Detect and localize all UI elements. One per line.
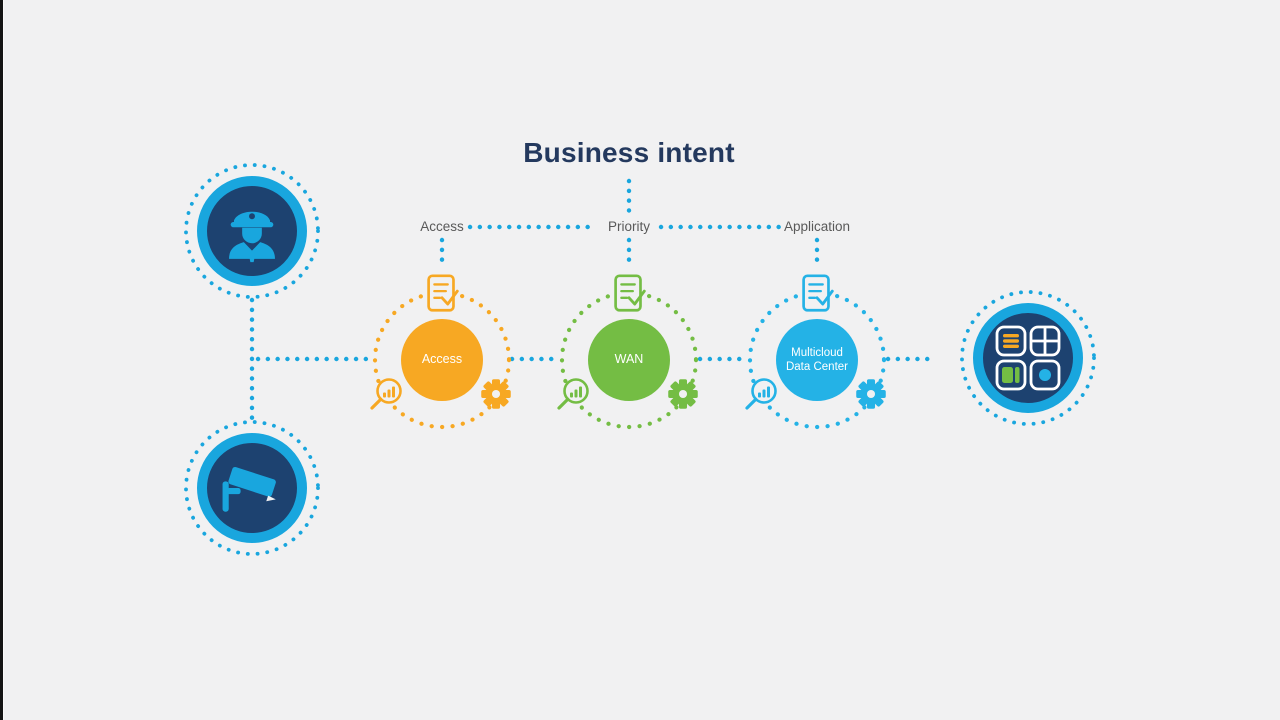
lane-label-access: Access bbox=[420, 219, 464, 234]
node-security-camera bbox=[177, 413, 327, 563]
lane-label-priority: Priority bbox=[607, 219, 651, 234]
magnifier-chart-icon bbox=[370, 378, 402, 410]
multicloud-circle-label: Multicloud Data Center bbox=[785, 346, 848, 373]
app-grid-icon bbox=[960, 290, 1096, 426]
node-applications bbox=[953, 283, 1103, 433]
node-security-officer bbox=[177, 156, 327, 306]
security-camera-icon bbox=[184, 420, 320, 556]
app-tile-columns-icon bbox=[995, 359, 1027, 391]
app-tile-dot-icon bbox=[1029, 359, 1061, 391]
checklist-document-icon bbox=[802, 274, 834, 312]
security-officer-icon bbox=[184, 163, 320, 299]
node-multicloud-data-center: Multicloud Data Center bbox=[732, 274, 902, 445]
access-circle: Access bbox=[401, 319, 483, 401]
checklist-document-icon bbox=[614, 274, 646, 312]
magnifier-chart-icon bbox=[745, 378, 777, 410]
gear-icon bbox=[856, 379, 886, 409]
wan-circle-label: WAN bbox=[614, 352, 644, 367]
page-title: Business intent bbox=[523, 137, 735, 168]
checklist-document-icon bbox=[427, 274, 459, 312]
lane-label-application: Application bbox=[783, 219, 851, 234]
gear-icon bbox=[668, 379, 698, 409]
screen-edge-bar bbox=[0, 0, 4, 720]
magnifier-chart-icon bbox=[557, 378, 589, 410]
app-tile-list-icon bbox=[995, 325, 1027, 357]
wan-circle: WAN bbox=[588, 319, 670, 401]
node-wan: WAN bbox=[544, 274, 714, 445]
node-access: Access bbox=[357, 274, 527, 445]
gear-icon bbox=[481, 379, 511, 409]
multicloud-circle: Multicloud Data Center bbox=[776, 319, 858, 401]
access-circle-label: Access bbox=[421, 352, 463, 367]
